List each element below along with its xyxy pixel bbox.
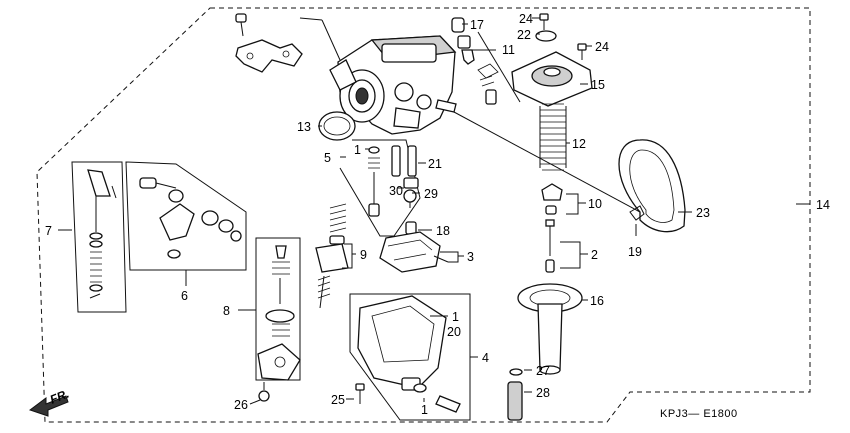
jet-needle-part xyxy=(545,219,555,273)
carburetor-body-part xyxy=(329,35,457,135)
vent-tube-part xyxy=(618,139,686,233)
callout-2: 2 xyxy=(591,248,598,262)
clip-19-part xyxy=(629,205,645,221)
vacuum-piston-part xyxy=(517,283,583,375)
accelerator-pump-group-part xyxy=(255,237,301,381)
callout-1-middle: 1 xyxy=(452,310,459,324)
screw-26-part xyxy=(258,382,270,402)
jet-cap-part xyxy=(451,17,499,105)
callout-16: 16 xyxy=(590,294,604,308)
callout-26: 26 xyxy=(234,398,248,412)
callout-19: 19 xyxy=(628,245,642,259)
throttle-shaft-group-part xyxy=(71,161,127,313)
callout-21: 21 xyxy=(428,157,442,171)
o-ring-part xyxy=(318,111,356,141)
callout-12: 12 xyxy=(572,137,586,151)
callout-5: 5 xyxy=(324,151,331,165)
pilot-screw-group-part xyxy=(339,139,421,237)
screw-25-part xyxy=(355,383,365,404)
callout-4: 4 xyxy=(482,351,489,365)
bracket-screw-part xyxy=(235,13,247,37)
front-direction-label: FR. xyxy=(48,387,71,407)
cable-bracket-part xyxy=(235,39,303,73)
callout-23: 23 xyxy=(696,206,710,220)
drain-tube-part xyxy=(507,368,523,421)
callout-6: 6 xyxy=(181,289,188,303)
diagram-reference-code: KPJ3— E1800 xyxy=(660,408,738,420)
callout-30: 30 xyxy=(389,184,403,198)
callout-10: 10 xyxy=(588,197,602,211)
callout-29: 29 xyxy=(424,187,438,201)
piston-spring-part xyxy=(539,103,567,171)
top-screws-part xyxy=(535,13,587,60)
front-direction-arrow-icon xyxy=(28,395,69,417)
callout-17: 17 xyxy=(470,18,484,32)
needle-holder-part xyxy=(541,183,563,215)
leader-lines xyxy=(58,17,810,405)
callout-3: 3 xyxy=(467,250,474,264)
float-valve-part xyxy=(379,221,449,273)
callout-22: 22 xyxy=(517,28,531,42)
callout-1-lower: 1 xyxy=(421,403,428,417)
callout-15: 15 xyxy=(591,78,605,92)
callout-8: 8 xyxy=(223,304,230,318)
callout-1-upper: 1 xyxy=(354,143,361,157)
throttle-lever-group-part xyxy=(125,161,247,271)
callout-7: 7 xyxy=(45,224,52,238)
callout-9: 9 xyxy=(360,248,367,262)
callout-11: 11 xyxy=(502,43,515,57)
callout-20: 20 xyxy=(447,325,461,339)
callout-14: 14 xyxy=(816,198,830,212)
callout-13: 13 xyxy=(297,120,311,134)
callout-27: 27 xyxy=(536,364,550,378)
float-chamber-group-part xyxy=(349,293,471,421)
callout-25: 25 xyxy=(331,393,345,407)
assembly-boundary xyxy=(36,7,811,423)
diaphragm-cover-part xyxy=(511,51,593,107)
callout-28: 28 xyxy=(536,386,550,400)
callout-18: 18 xyxy=(436,224,450,238)
starter-valve-part xyxy=(315,203,349,309)
callout-24-right: 24 xyxy=(595,40,609,54)
callout-24-top: 24 xyxy=(519,12,533,26)
